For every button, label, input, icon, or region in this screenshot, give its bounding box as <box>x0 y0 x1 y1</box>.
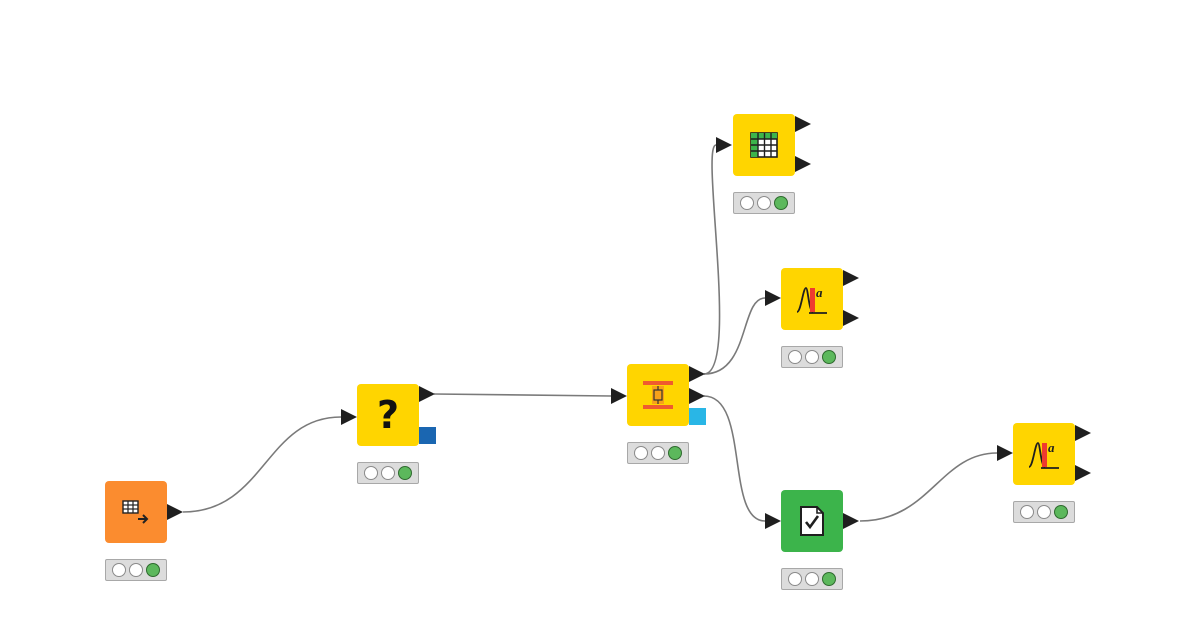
status-light-yellow <box>651 446 665 460</box>
learner-right-node[interactable]: a <box>1013 423 1075 485</box>
status-light-red <box>1020 505 1034 519</box>
learner-top-node[interactable]: a <box>781 268 843 330</box>
question-mark-icon: ? <box>376 393 400 437</box>
output-port-first[interactable] <box>1075 425 1091 441</box>
output-port-second[interactable] <box>795 156 811 172</box>
node-status-indicator <box>781 346 843 368</box>
checklist-document-icon <box>800 506 824 536</box>
status-light-green <box>668 446 682 460</box>
output-port-first[interactable] <box>843 270 859 286</box>
partitioning-node[interactable] <box>627 364 689 426</box>
input-port[interactable] <box>341 409 357 425</box>
output-port-first[interactable] <box>795 116 811 132</box>
grid-table-icon <box>750 132 778 158</box>
scorer-node[interactable] <box>781 490 843 552</box>
status-light-green <box>774 196 788 210</box>
node-status-indicator <box>1013 501 1075 523</box>
output-port-second[interactable] <box>689 388 705 404</box>
status-light-red <box>788 350 802 364</box>
output-port-second[interactable] <box>1075 465 1091 481</box>
flow-variable-port[interactable] <box>689 408 706 425</box>
status-light-green <box>146 563 160 577</box>
status-light-yellow <box>805 350 819 364</box>
status-light-yellow <box>757 196 771 210</box>
status-light-green <box>1054 505 1068 519</box>
status-light-yellow <box>1037 505 1051 519</box>
table-creator-node[interactable] <box>105 481 167 543</box>
output-port[interactable] <box>843 513 859 529</box>
learner-glyph: a <box>1048 440 1055 455</box>
grid-table-node[interactable] <box>733 114 795 176</box>
status-light-red <box>112 563 126 577</box>
node-status-indicator <box>781 568 843 590</box>
learner-glyph: a <box>816 285 823 300</box>
status-light-green <box>822 572 836 586</box>
connection-missing-value-partitioning[interactable] <box>433 393 612 397</box>
input-port[interactable] <box>611 388 627 404</box>
missing-value-node[interactable]: ? <box>357 384 419 446</box>
status-light-green <box>822 350 836 364</box>
status-light-red <box>740 196 754 210</box>
model-port[interactable] <box>419 427 436 444</box>
output-port-first[interactable] <box>689 366 705 382</box>
learner-chart-icon: a <box>796 285 827 314</box>
node-status-indicator <box>105 559 167 581</box>
input-port[interactable] <box>997 445 1013 461</box>
status-light-yellow <box>129 563 143 577</box>
status-light-yellow <box>381 466 395 480</box>
status-light-red <box>364 466 378 480</box>
input-port[interactable] <box>765 290 781 306</box>
status-light-red <box>634 446 648 460</box>
output-port[interactable] <box>167 504 183 520</box>
node-status-indicator <box>357 462 419 484</box>
node-status-indicator <box>627 442 689 464</box>
connection-partitioning-grid-table[interactable] <box>703 144 721 375</box>
status-light-green <box>398 466 412 480</box>
input-port[interactable] <box>765 513 781 529</box>
connection-table-creator-missing-value[interactable] <box>182 416 342 513</box>
learner-chart-icon: a <box>1028 440 1059 469</box>
connection-partitioning-scorer[interactable] <box>703 395 766 522</box>
status-light-yellow <box>805 572 819 586</box>
partitioning-icon <box>643 381 673 409</box>
output-port-second[interactable] <box>843 310 859 326</box>
output-port[interactable] <box>419 386 435 402</box>
table-creator-icon <box>122 500 149 524</box>
connection-scorer-learner-right[interactable] <box>859 452 998 522</box>
input-port[interactable] <box>716 137 732 153</box>
node-status-indicator <box>733 192 795 214</box>
connection-partitioning-learner-top[interactable] <box>703 297 766 375</box>
status-light-red <box>788 572 802 586</box>
